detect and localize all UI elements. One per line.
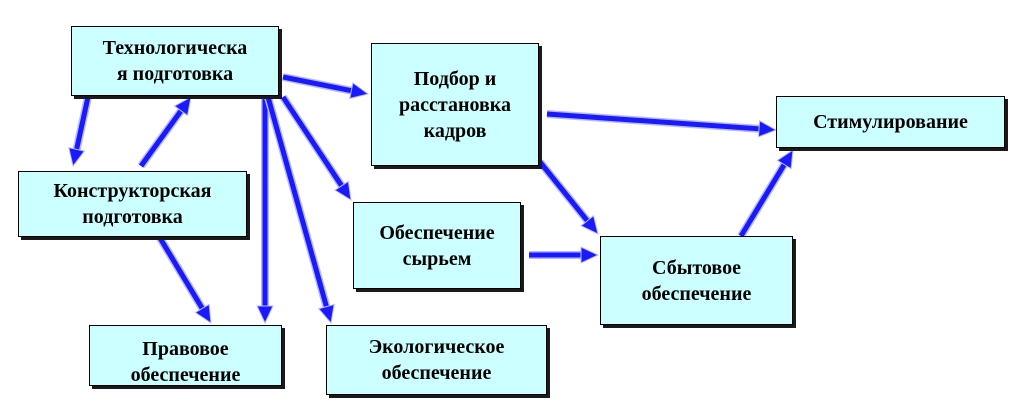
- arrow-tech-to-prav: [256, 97, 274, 325]
- arrow-tech-to-syr: [279, 94, 352, 201]
- node-technological-preparation: Технологическа я подготовка: [71, 26, 279, 96]
- node-ecological-support: Экологическое обеспечение: [326, 325, 547, 395]
- arrow-cadr-to-sbyt: [536, 159, 599, 235]
- node-stimulation: Стимулирование: [776, 96, 1005, 148]
- arrow-tech-to-eco: [264, 95, 335, 325]
- arrow-syr-to-sbyt: [529, 246, 600, 264]
- arrow-kons-to-prav: [156, 235, 212, 325]
- arrow-tech-to-kons: [68, 96, 92, 168]
- arrow-cadr-to-stim: [546, 110, 778, 138]
- node-legal-support: Правовое обеспечение: [89, 325, 282, 386]
- node-sales-support: Сбытовое обеспечение: [600, 236, 793, 325]
- node-raw-material-supply: Обеспечение сырьем: [353, 202, 521, 289]
- arrow-kons-to-tech: [137, 96, 192, 169]
- arrow-tech-to-cadr: [282, 73, 370, 100]
- node-design-preparation: Конструкторская подготовка: [18, 171, 247, 237]
- node-staff-selection: Подбор и расстановка кадров: [371, 43, 539, 166]
- arrow-sbyt-to-stim: [737, 148, 794, 239]
